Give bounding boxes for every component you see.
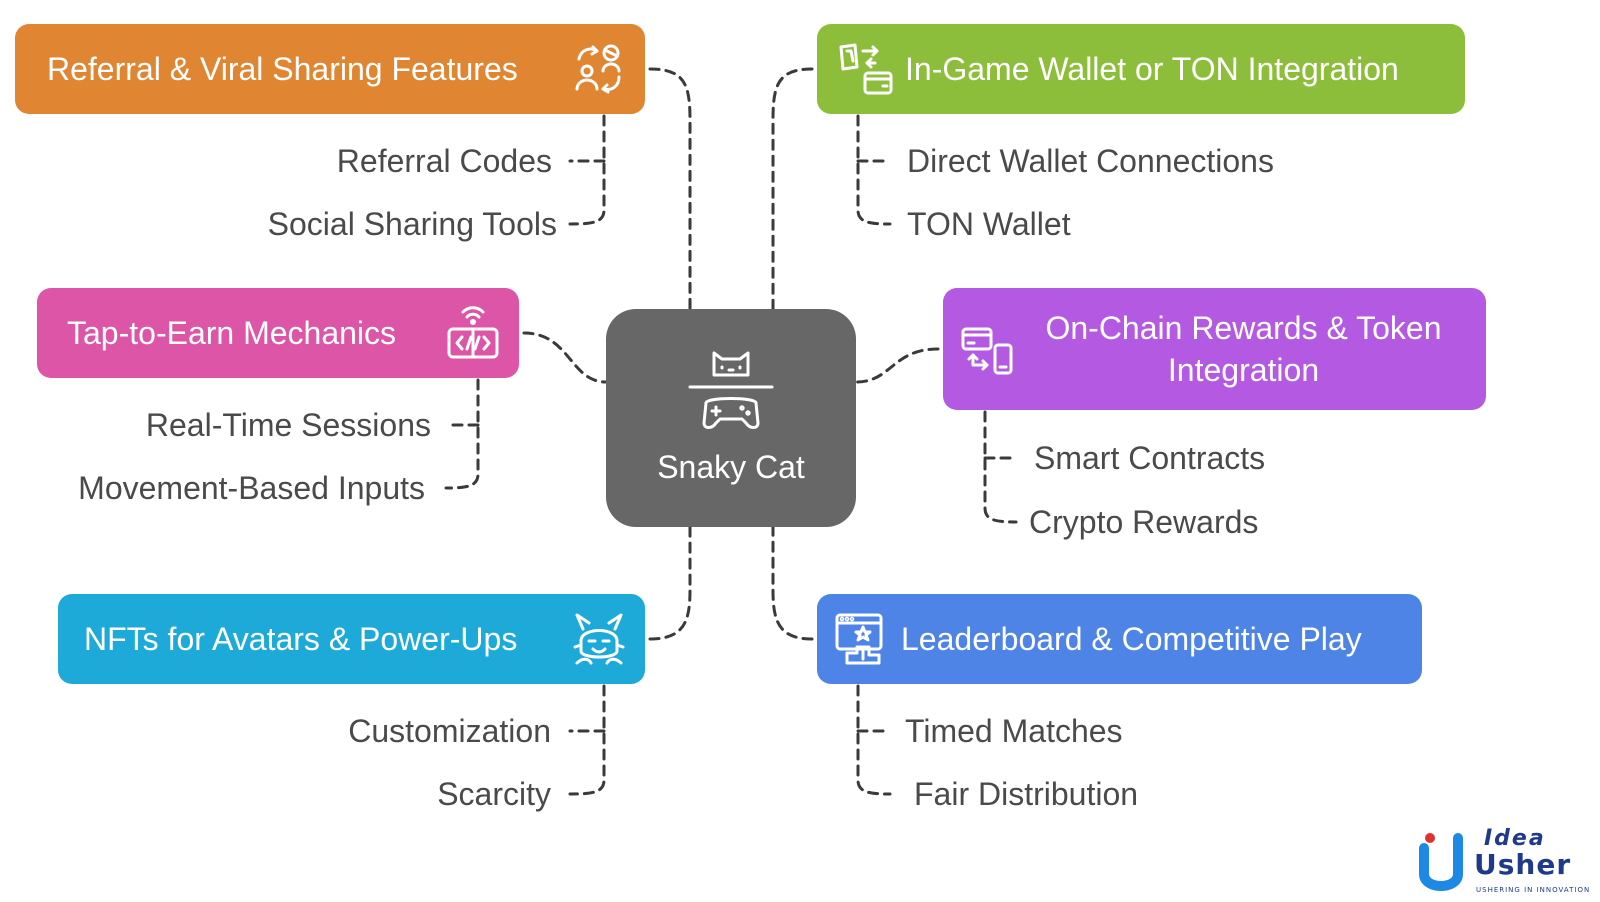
leaf-customization: Customization [348, 713, 551, 749]
leaf-social-sharing-tools: Social Sharing Tools [267, 206, 557, 242]
branch-referral-title: Referral & Viral Sharing Features [47, 51, 518, 87]
leaf-real-time-sessions: Real-Time Sessions [145, 407, 431, 443]
branch-referral: Referral & Viral Sharing Features [15, 24, 645, 114]
connector-leaderboard [771, 525, 814, 641]
leaf-smart-contracts: Smart Contracts [1034, 440, 1266, 476]
leaf-direct-wallet-connections: Direct Wallet Connections [907, 143, 1274, 179]
branch-wallet: In-Game Wallet or TON Integration [817, 24, 1465, 114]
branch-nft-title: NFTs for Avatars & Power-Ups [84, 621, 518, 657]
logo-mark-icon [1419, 833, 1463, 891]
leaf-referral-codes: Referral Codes [336, 143, 552, 179]
connector-onchain [854, 347, 940, 384]
referral-users-icon [571, 41, 627, 97]
branch-tap: Tap-to-Earn Mechanics [37, 288, 519, 378]
branch-tap-title: Tap-to-Earn Mechanics [67, 315, 397, 351]
leaf-timed-matches: Timed Matches [905, 713, 1123, 749]
logo-word-idea: Idea [1484, 826, 1546, 851]
center-title: Snaky Cat [657, 449, 805, 485]
leaf-movement-based-inputs: Movement-Based Inputs [78, 470, 425, 506]
branch-wallet-title: In-Game Wallet or TON Integration [905, 51, 1399, 87]
leaf-scarcity: Scarcity [437, 776, 551, 812]
connector-wallet [771, 67, 814, 311]
leaf-fair-distribution: Fair Distribution [914, 776, 1139, 812]
ideausher-logo: Idea Usher USHERING IN INNOVATION [1418, 826, 1592, 898]
wallet-transfer-icon [837, 41, 893, 97]
connector-nft [648, 525, 692, 641]
monster-avatar-icon [571, 611, 627, 667]
logo-word-usher: Usher [1474, 848, 1572, 881]
card-to-phone-icon [959, 321, 1015, 377]
branch-onchain-title: On-Chain Rewards & Token Integration [1045, 310, 1442, 388]
branch-leaderboard-title: Leaderboard & Competitive Play [901, 621, 1362, 657]
center-node: Snaky Cat [606, 309, 856, 527]
branch-leaderboard: Leaderboard & Competitive Play [817, 594, 1422, 684]
gamepad-icon [702, 397, 760, 429]
branch-nft: NFTs for Avatars & Power-Ups [58, 594, 645, 684]
cat-face-icon [712, 351, 750, 377]
connector-referral [648, 67, 692, 311]
connector-tap [522, 331, 608, 384]
tap-code-icon [445, 305, 501, 361]
branch-onchain: On-Chain Rewards & Token Integration [943, 288, 1486, 410]
leaf-ton-wallet: TON Wallet [907, 206, 1071, 242]
leaderboard-podium-icon [833, 611, 889, 667]
logo-tagline: USHERING IN INNOVATION [1476, 886, 1591, 894]
leaf-crypto-rewards: Crypto Rewards [1029, 504, 1259, 540]
